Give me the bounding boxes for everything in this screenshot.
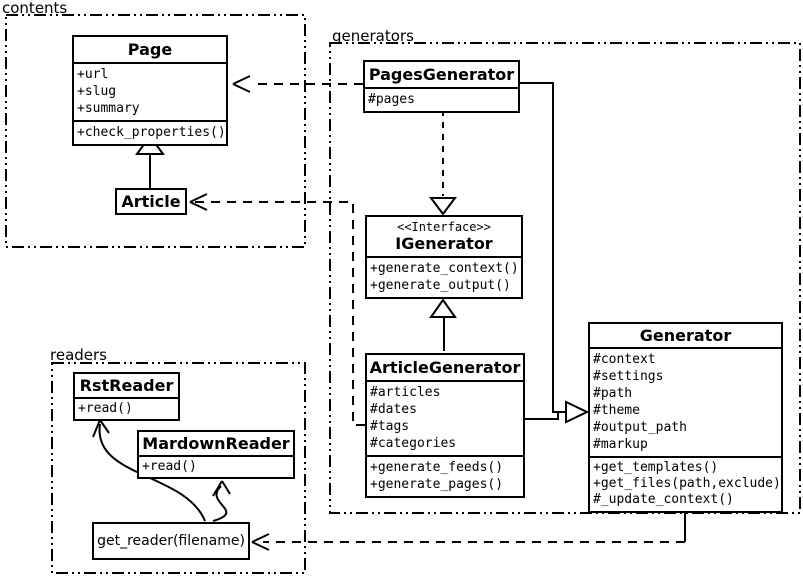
attribute: #articles	[370, 385, 441, 400]
method: +get_templates()	[593, 460, 719, 475]
package-frame-readers	[51, 362, 306, 574]
inheritance-arrowhead-generator	[565, 400, 590, 424]
inheritance-line-pagesgenerator-generator	[520, 82, 566, 413]
realization-arrowhead-igenerator-bottom	[429, 298, 457, 318]
package-label-readers: readers	[50, 346, 107, 364]
method: #_update_context()	[593, 492, 734, 507]
dependency-arrowhead-getreader	[251, 533, 270, 551]
method: +read()	[78, 401, 133, 416]
class-page-title: Page	[127, 40, 173, 59]
realization-arrowhead-igenerator-top	[429, 197, 457, 216]
package-frame-contents	[5, 14, 306, 248]
dependency-arrowhead-article	[189, 193, 208, 211]
arrowhead-markdownreader	[212, 480, 231, 497]
class-pagesgenerator-attributes: #pages	[365, 87, 518, 111]
class-pagesgenerator-title: PagesGenerator	[368, 65, 515, 84]
package-frame-generators	[329, 42, 801, 514]
class-markdownreader-methods: +read()	[139, 455, 293, 477]
class-articlegenerator-attributes: #articles #dates #tags #categories	[367, 380, 523, 455]
attribute: #path	[593, 386, 633, 401]
class-generator-methods: +get_templates() +get_files(path,exclude…	[590, 456, 781, 511]
class-generator: Generator #context #settings #path #them…	[588, 322, 783, 513]
arrow-curve-getreader-markdownreader	[212, 485, 228, 522]
method: +generate_feeds()	[370, 460, 504, 475]
class-articlegenerator-methods: +generate_feeds() +generate_pages()	[367, 455, 523, 496]
method: +generate_context()	[370, 261, 519, 276]
package-label-contents: contents	[2, 0, 68, 17]
class-articlegenerator-title: ArticleGenerator	[369, 358, 521, 377]
attribute: #context	[593, 352, 656, 367]
class-rstreader: RstReader +read()	[73, 372, 180, 421]
class-igenerator-methods: +generate_context() +generate_output()	[367, 256, 521, 297]
class-pagesgenerator: PagesGenerator #pages	[363, 60, 520, 113]
attribute: #theme	[593, 403, 640, 418]
attribute: #dates	[370, 402, 417, 417]
attribute: +url	[77, 67, 109, 82]
attribute: +summary	[77, 101, 140, 116]
method: +get_files(path,exclude)	[593, 476, 781, 491]
class-page-methods: +check_properties()	[74, 120, 226, 144]
dependency-line-articlegenerator-article	[192, 201, 365, 426]
class-article-title: Article	[121, 192, 181, 211]
attribute: #categories	[370, 436, 457, 451]
class-markdownreader-title: MardownReader	[142, 434, 290, 453]
class-igenerator-title: IGenerator	[395, 234, 493, 253]
attribute: #markup	[593, 437, 648, 452]
method: +generate_output()	[370, 278, 511, 293]
attribute: #output_path	[593, 420, 687, 435]
class-markdownreader: MardownReader +read()	[137, 430, 295, 479]
class-generator-title: Generator	[639, 326, 732, 345]
class-generator-attributes: #context #settings #path #theme #output_…	[590, 347, 781, 456]
arrowhead-rstreader	[92, 419, 110, 438]
attribute: #pages	[368, 92, 415, 107]
class-rstreader-methods: +read()	[75, 397, 178, 419]
method: +read()	[142, 459, 197, 474]
attribute: +slug	[77, 84, 117, 99]
attribute: #settings	[593, 369, 664, 384]
method: +generate_pages()	[370, 477, 504, 492]
class-page: Page +url +slug +summary +check_properti…	[72, 35, 228, 146]
package-label-generators: generators	[332, 27, 414, 45]
class-articlegenerator: ArticleGenerator #articles #dates #tags …	[365, 353, 525, 498]
class-rstreader-title: RstReader	[79, 376, 174, 395]
inheritance-line-articlegenerator-generator	[525, 412, 559, 420]
function-box-get-reader: get_reader(filename)	[92, 522, 250, 560]
dependency-arrowhead-page	[232, 75, 251, 93]
get-reader-label: get_reader(filename)	[97, 533, 245, 549]
attribute: #tags	[370, 419, 410, 434]
class-page-attributes: +url +slug +summary	[74, 62, 226, 120]
class-igenerator: <<Interface>> IGenerator +generate_conte…	[365, 215, 523, 299]
class-article: Article	[115, 188, 187, 215]
class-igenerator-stereotype: <<Interface>>	[397, 220, 491, 234]
method: +check_properties()	[77, 125, 226, 140]
